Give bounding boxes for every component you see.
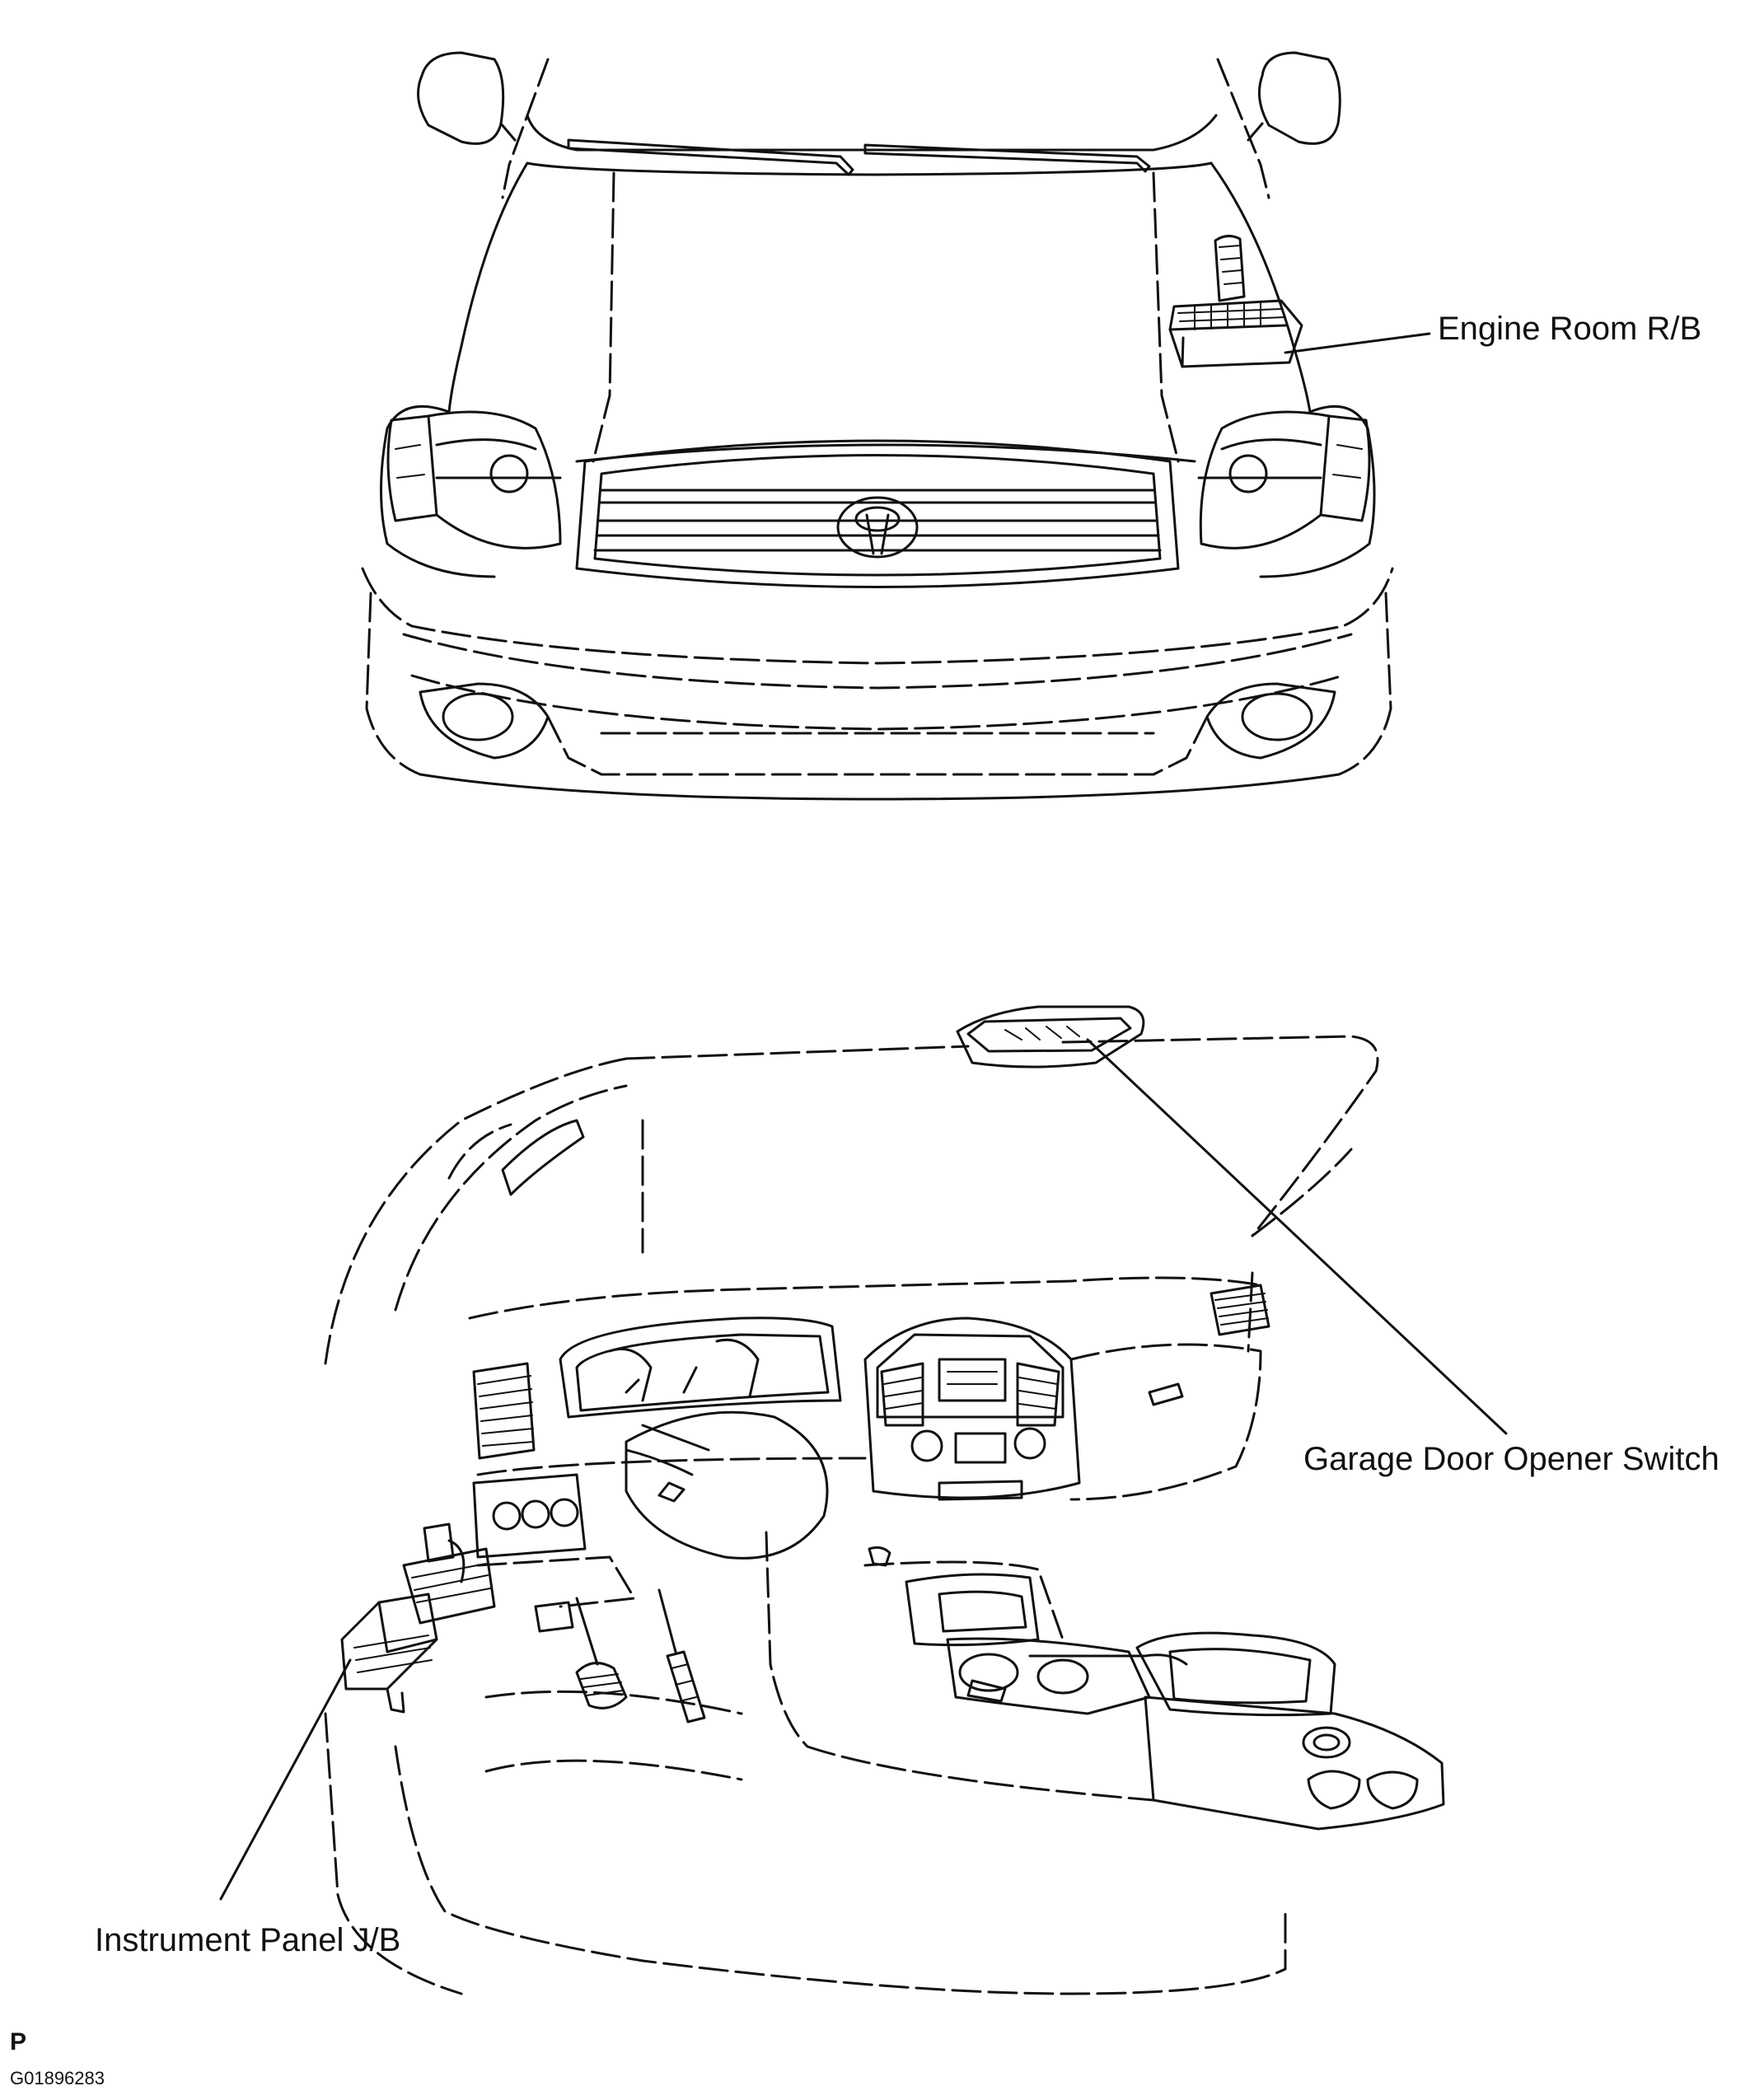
vehicle-interior-view <box>324 1005 1445 1995</box>
right-headlight <box>1197 410 1371 550</box>
center-stack <box>863 1317 1081 1501</box>
left-fog-lamp <box>442 692 514 741</box>
engine-room-relay-box <box>1168 235 1303 368</box>
engine-room-leader-line <box>1284 332 1431 354</box>
figure-code: G01896283 <box>10 2068 105 2088</box>
garage-door-opener-switch-label: Garage Door Opener Switch <box>1303 1441 1720 1477</box>
left-mirror <box>417 51 505 145</box>
engine-room-rb-label: Engine Room R/B <box>1438 311 1701 347</box>
right-fog-lamp <box>1241 692 1313 741</box>
toyota-emblem <box>836 496 919 559</box>
instrument-panel-junction-block <box>340 1522 496 1714</box>
vehicle-front-view <box>361 51 1394 801</box>
accelerator-pedal <box>666 1650 706 1723</box>
front-grille <box>575 439 1180 588</box>
brake-pedal <box>575 1662 628 1709</box>
footer-letter: P <box>10 2028 26 2056</box>
left-air-vent <box>472 1362 536 1460</box>
armrest <box>1135 1631 1336 1717</box>
wiper-right <box>863 143 1151 173</box>
instrument-panel-leader-line <box>219 1658 352 1901</box>
right-mirror <box>1257 51 1341 145</box>
garage-door-leader-line <box>1086 1038 1508 1435</box>
garage-door-opener-unit <box>956 1005 1145 1069</box>
instrument-panel-jb-label: Instrument Panel J/B <box>95 1922 400 1958</box>
left-headlight <box>386 410 562 550</box>
